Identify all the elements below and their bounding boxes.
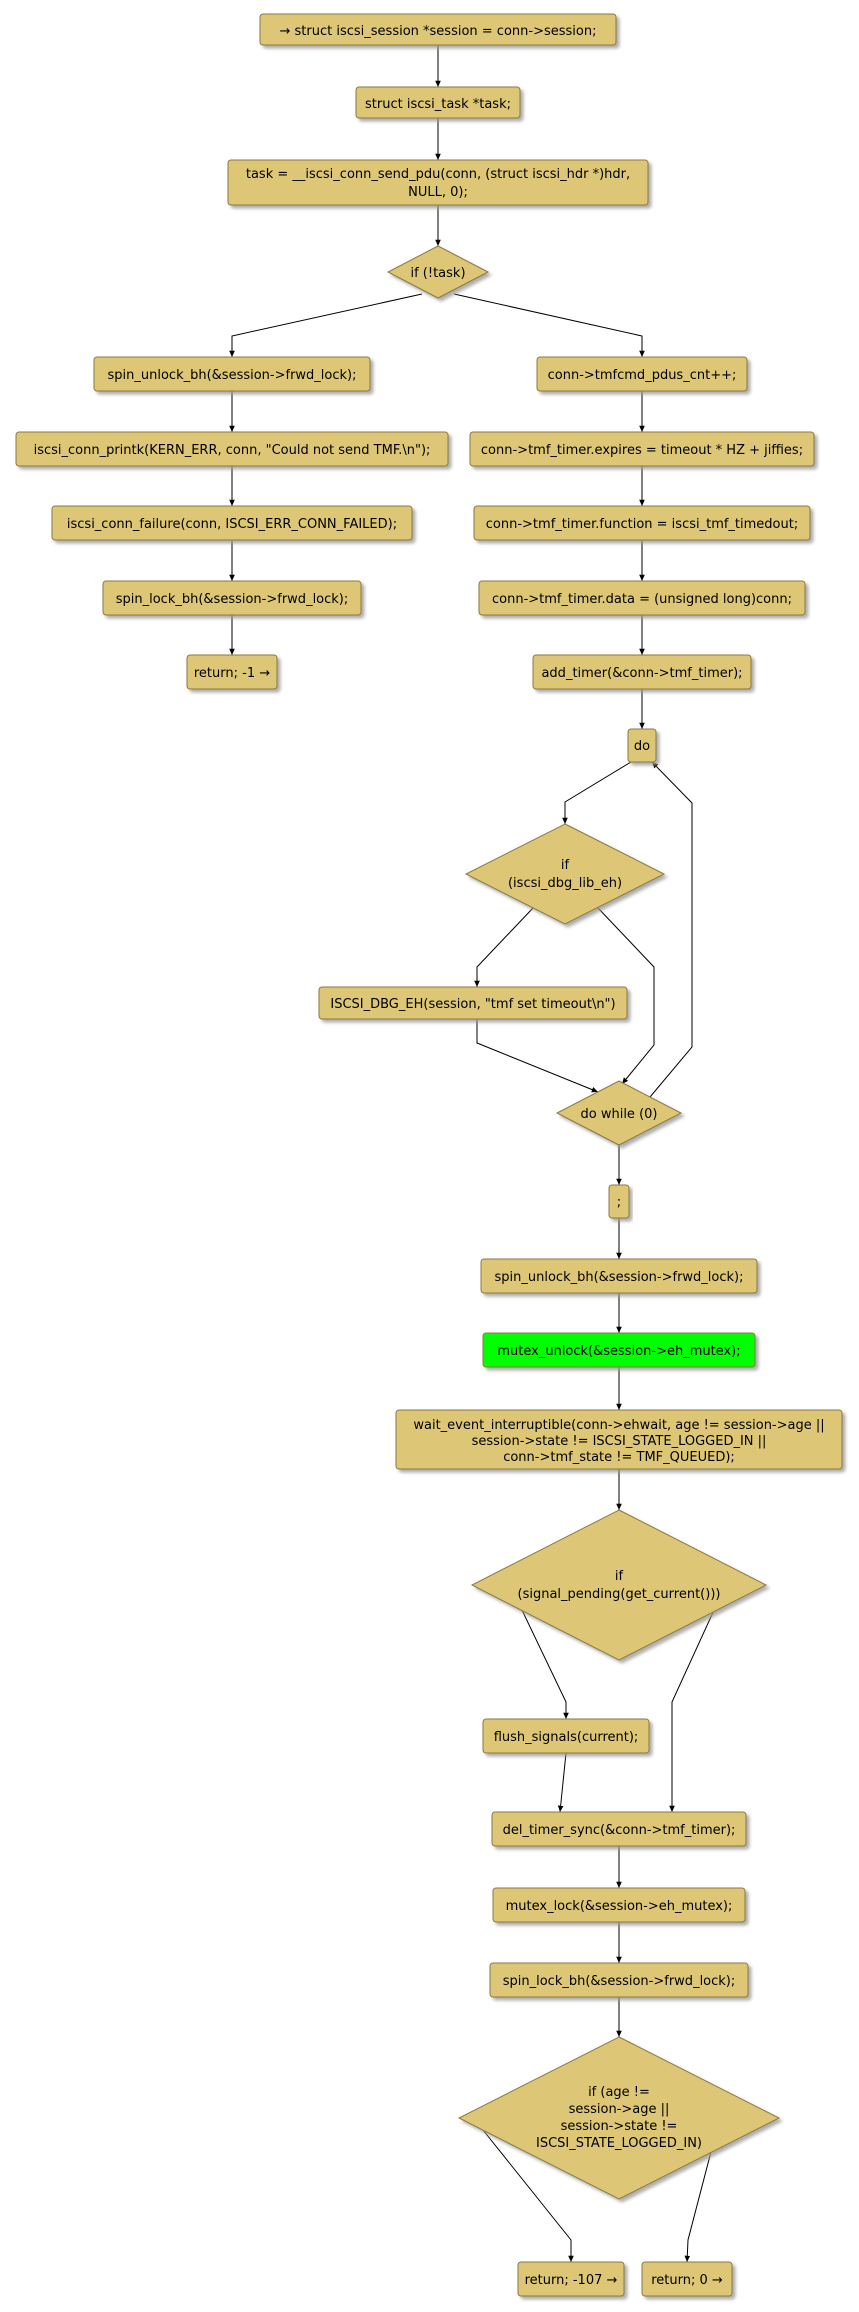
edge-do-d2 — [562, 761, 632, 824]
edge-dw-loop — [644, 761, 693, 1104]
node-spin-unlock-right: spin_unlock_bh(&session->frwd_lock); — [480, 1258, 758, 1294]
edge-dbg-dw — [476, 1019, 599, 1093]
edge-d1-true — [229, 293, 423, 357]
edge-d2-false — [597, 907, 655, 1085]
node-label-line1: task = __iscsi_conn_send_pdu(conn, (stru… — [246, 167, 630, 182]
node-label: conn->tmf_timer.function = iscsi_tmf_tim… — [486, 517, 798, 532]
node-conn-printk: iscsi_conn_printk(KERN_ERR, conn, "Could… — [15, 431, 449, 467]
node-label: spin_unlock_bh(&session->frwd_lock); — [108, 368, 357, 383]
node-label: struct iscsi_task *task; — [365, 97, 511, 112]
node-label-line2: session->state != ISCSI_STATE_LOGGED_IN … — [472, 1434, 767, 1449]
node-label: spin_unlock_bh(&session->frwd_lock); — [495, 1270, 744, 1285]
node-return-zero: return; 0 → — [641, 2261, 733, 2297]
node-session-decl: → struct iscsi_session *session = conn->… — [259, 13, 617, 46]
decision-label-line3: session->state != — [561, 2119, 678, 2134]
node-label-line3: conn->tmf_state != TMF_QUEUED); — [503, 1450, 735, 1465]
edge-d3-false — [669, 1607, 716, 1812]
decision-label: if (!task) — [410, 266, 465, 281]
node-do: do — [627, 728, 657, 763]
node-label: return; 0 → — [651, 2273, 723, 2288]
edge-d4-false — [684, 2147, 713, 2263]
node-iscsi-dbg-eh: ISCSI_DBG_EH(session, "tmf set timeout\n… — [318, 986, 628, 1020]
node-label: conn->tmf_timer.data = (unsigned long)co… — [492, 592, 792, 607]
node-label: mutex_lock(&session->eh_mutex); — [506, 1899, 733, 1914]
edge-d2-true — [474, 907, 534, 987]
node-label: return; -107 → — [525, 2273, 618, 2288]
decision-age-changed: if (age != session->age || session->stat… — [457, 2036, 781, 2200]
node-label: ISCSI_DBG_EH(session, "tmf set timeout\n… — [330, 997, 615, 1012]
flow-edges — [229, 45, 716, 2263]
edge-s4-s5 — [557, 1752, 567, 1813]
edge-d4-true — [482, 2129, 574, 2262]
node-label: spin_lock_bh(&session->frwd_lock); — [116, 592, 349, 607]
node-spin-lock-left: spin_lock_bh(&session->frwd_lock); — [102, 580, 362, 616]
flow-nodes: → struct iscsi_session *session = conn->… — [15, 13, 843, 2297]
node-wait-event: wait_event_interruptible(conn->ehwait, a… — [395, 1409, 843, 1470]
decision-if-not-task: if (!task) — [386, 245, 490, 299]
node-flush-signals: flush_signals(current); — [482, 1718, 650, 1754]
node-label: → struct iscsi_session *session = conn->… — [280, 24, 597, 39]
node-label-line2: NULL, 0); — [408, 185, 468, 200]
node-return-minus-107: return; -107 → — [517, 2261, 625, 2297]
decision-label-line4: ISCSI_STATE_LOGGED_IN) — [536, 2136, 702, 2151]
decision-iscsi-dbg-lib-eh: if (iscsi_dbg_lib_eh) — [464, 823, 666, 925]
node-label: mutex_unlock(&session->eh_mutex); — [497, 1344, 740, 1359]
node-label: do — [634, 739, 650, 754]
node-label: ; — [617, 1195, 621, 1210]
decision-label-line1: if — [615, 1569, 624, 1584]
decision-label: do while (0) — [581, 1107, 658, 1122]
node-label: flush_signals(current); — [494, 1730, 639, 1745]
node-spin-lock-right: spin_lock_bh(&session->frwd_lock); — [489, 1962, 749, 1998]
node-timer-expires: conn->tmf_timer.expires = timeout * HZ +… — [469, 431, 815, 467]
edge-d1-false — [453, 293, 645, 357]
node-label: return; -1 → — [194, 666, 270, 681]
node-timer-data: conn->tmf_timer.data = (unsigned long)co… — [478, 580, 806, 616]
node-del-timer-sync: del_timer_sync(&conn->tmf_timer); — [491, 1811, 747, 1847]
decision-label-line1: if (age != — [588, 2085, 650, 2100]
decision-do-while: do while (0) — [555, 1080, 683, 1146]
node-label: add_timer(&conn->tmf_timer); — [541, 666, 742, 681]
node-timer-function: conn->tmf_timer.function = iscsi_tmf_tim… — [473, 505, 811, 541]
node-add-timer: add_timer(&conn->tmf_timer); — [532, 654, 752, 690]
node-label: spin_lock_bh(&session->frwd_lock); — [503, 1974, 736, 1989]
decision-label-line2: (signal_pending(get_current())) — [518, 1587, 721, 1602]
node-label: del_timer_sync(&conn->tmf_timer); — [503, 1823, 736, 1838]
node-label: iscsi_conn_failure(conn, ISCSI_ERR_CONN_… — [67, 517, 397, 532]
node-label: conn->tmf_timer.expires = timeout * HZ +… — [481, 443, 803, 458]
decision-signal-pending: if (signal_pending(get_current())) — [470, 1509, 768, 1661]
node-return-minus-one: return; -1 → — [186, 654, 278, 690]
node-spin-unlock-left: spin_unlock_bh(&session->frwd_lock); — [93, 356, 371, 392]
node-mutex-lock: mutex_lock(&session->eh_mutex); — [492, 1887, 746, 1923]
decision-label-line2: session->age || — [569, 2102, 670, 2117]
node-tmfcmd-cnt: conn->tmfcmd_pdus_cnt++; — [536, 356, 748, 392]
node-conn-failure: iscsi_conn_failure(conn, ISCSI_ERR_CONN_… — [51, 505, 413, 541]
decision-label-line1: if — [561, 858, 570, 873]
node-empty-statement: ; — [608, 1184, 630, 1219]
node-mutex-unlock: mutex_unlock(&session->eh_mutex); — [482, 1332, 756, 1368]
node-task-decl: struct iscsi_task *task; — [355, 86, 521, 119]
edge-d3-true — [520, 1607, 569, 1719]
node-label: iscsi_conn_printk(KERN_ERR, conn, "Could… — [34, 443, 431, 458]
node-label-line1: wait_event_interruptible(conn->ehwait, a… — [413, 1418, 824, 1433]
node-label: conn->tmfcmd_pdus_cnt++; — [548, 368, 737, 383]
decision-label-line2: (iscsi_dbg_lib_eh) — [508, 876, 622, 891]
node-send-pdu: task = __iscsi_conn_send_pdu(conn, (stru… — [227, 159, 649, 206]
